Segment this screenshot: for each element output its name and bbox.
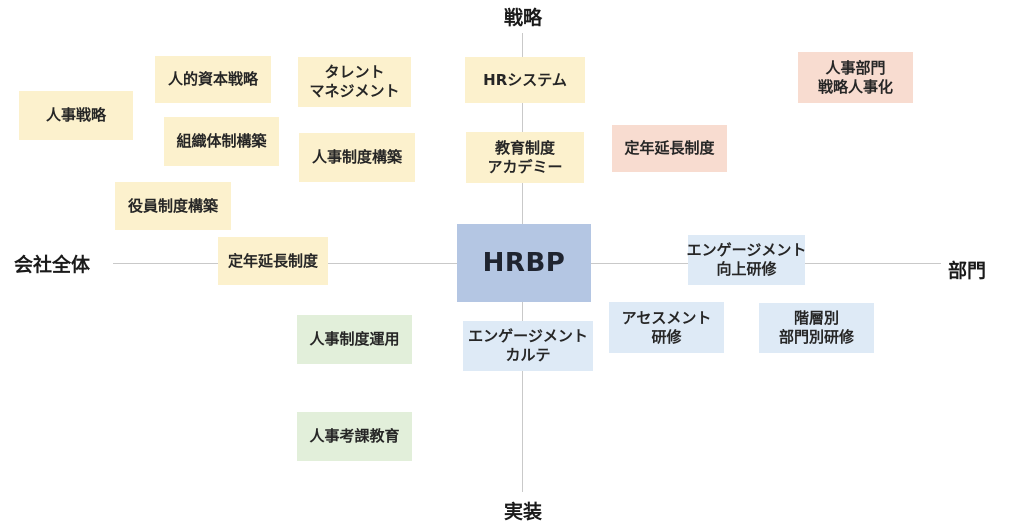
node-label-line: カルテ bbox=[505, 346, 551, 364]
node-org-structure-building: 組織体制構築 bbox=[164, 117, 279, 166]
node-label-line: エンゲージメント bbox=[686, 241, 807, 259]
node-label-line: 階層別 bbox=[793, 309, 839, 327]
node-label-line: 役員制度構築 bbox=[127, 196, 218, 215]
axis-label-whole-company: 会社全体 bbox=[14, 254, 91, 276]
node-human-capital-strategy: 人的資本戦略 bbox=[155, 56, 271, 103]
node-talent-management: タレントマネジメント bbox=[298, 57, 411, 107]
node-label-line: 人事制度構築 bbox=[311, 148, 402, 166]
node-label-line: 人事考課教育 bbox=[309, 427, 400, 445]
node-label-line: 向上研修 bbox=[716, 260, 777, 278]
node-engagement-karte: エンゲージメントカルテ bbox=[463, 321, 593, 371]
node-label-line: 定年延長制度 bbox=[227, 251, 318, 270]
node-label-line: 定年延長制度 bbox=[624, 139, 715, 157]
node-label-line: 教育制度 bbox=[494, 138, 555, 157]
node-label-line: 組織体制構築 bbox=[176, 132, 267, 150]
node-retirement-extension-right: 定年延長制度 bbox=[612, 125, 727, 172]
node-label-line: 部門別研修 bbox=[778, 328, 854, 346]
node-label-line: アカデミー bbox=[487, 157, 563, 176]
axis-label-department: 部門 bbox=[948, 260, 987, 282]
node-executive-system-building: 役員制度構築 bbox=[115, 182, 231, 230]
node-label-line: 人事制度運用 bbox=[309, 330, 400, 348]
hrbp-center-box: HRBP bbox=[457, 224, 591, 302]
node-engagement-training: エンゲージメント向上研修 bbox=[686, 235, 807, 285]
axis-label-strategy: 戦略 bbox=[503, 7, 542, 29]
node-label-line: 戦略人事化 bbox=[817, 77, 893, 96]
node-hr-strategy: 人事戦略 bbox=[19, 91, 133, 140]
node-label-line: タレント bbox=[324, 63, 385, 81]
node-retirement-extension-left: 定年延長制度 bbox=[218, 237, 328, 285]
node-hr-system-building: 人事制度構築 bbox=[299, 133, 415, 182]
node-hierarchical-training: 階層別部門別研修 bbox=[759, 303, 874, 353]
node-label-line: 人事部門 bbox=[825, 58, 886, 77]
node-label-line: エンゲージメント bbox=[468, 327, 588, 345]
node-hr-dept-strategic: 人事部門戦略人事化 bbox=[798, 52, 913, 103]
node-hr-it-system: HRシステム bbox=[465, 57, 585, 103]
axis-label-implementation: 実装 bbox=[503, 501, 542, 523]
node-label-line: 研修 bbox=[651, 327, 682, 346]
node-label-line: マネジメント bbox=[309, 82, 400, 100]
node-label-line: HRシステム bbox=[483, 70, 567, 89]
node-hr-evaluation-education: 人事考課教育 bbox=[297, 412, 412, 461]
node-label-line: 人的資本戦略 bbox=[167, 70, 258, 88]
node-label-line: 人事戦略 bbox=[45, 106, 106, 124]
node-assessment-training: アセスメント研修 bbox=[609, 302, 724, 353]
node-label-line: アセスメント bbox=[621, 308, 712, 327]
node-education-academy: 教育制度アカデミー bbox=[466, 132, 584, 183]
node-hr-system-operation: 人事制度運用 bbox=[297, 315, 412, 364]
